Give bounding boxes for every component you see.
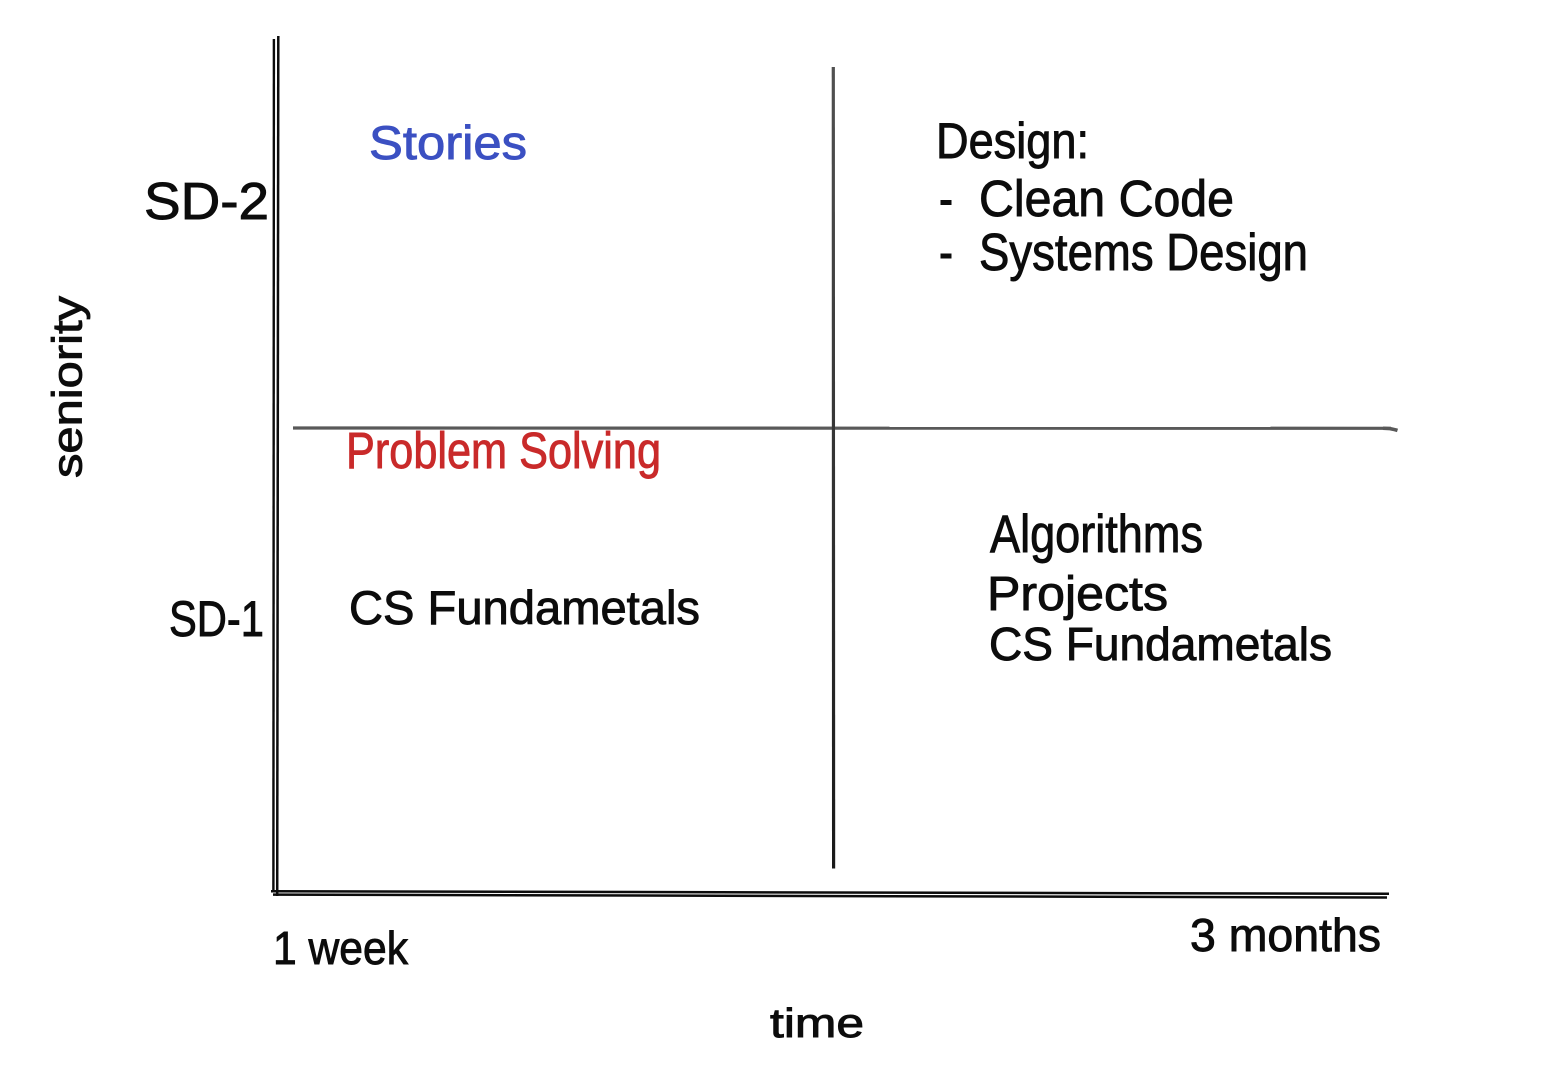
svg-text:Projects: Projects xyxy=(987,568,1168,621)
svg-text:SD-1: SD-1 xyxy=(169,591,264,647)
svg-text:Stories: Stories xyxy=(369,116,527,169)
svg-text:1 week: 1 week xyxy=(273,922,409,974)
svg-text:-: - xyxy=(939,170,953,227)
svg-text:Clean Code: Clean Code xyxy=(979,170,1234,227)
svg-text:Algorithms: Algorithms xyxy=(990,505,1203,564)
svg-text:Systems Design: Systems Design xyxy=(979,224,1308,282)
svg-text:time: time xyxy=(770,1000,864,1046)
svg-text:-: - xyxy=(939,224,953,282)
svg-text:Problem Solving: Problem Solving xyxy=(346,422,661,479)
svg-text:seniority: seniority xyxy=(44,296,91,478)
svg-text:Design:: Design: xyxy=(936,113,1089,169)
svg-text:CS Fundametals: CS Fundametals xyxy=(989,618,1332,670)
svg-text:CS Fundametals: CS Fundametals xyxy=(349,581,700,634)
svg-text:SD-2: SD-2 xyxy=(144,173,269,231)
svg-text:3 months: 3 months xyxy=(1190,909,1381,961)
